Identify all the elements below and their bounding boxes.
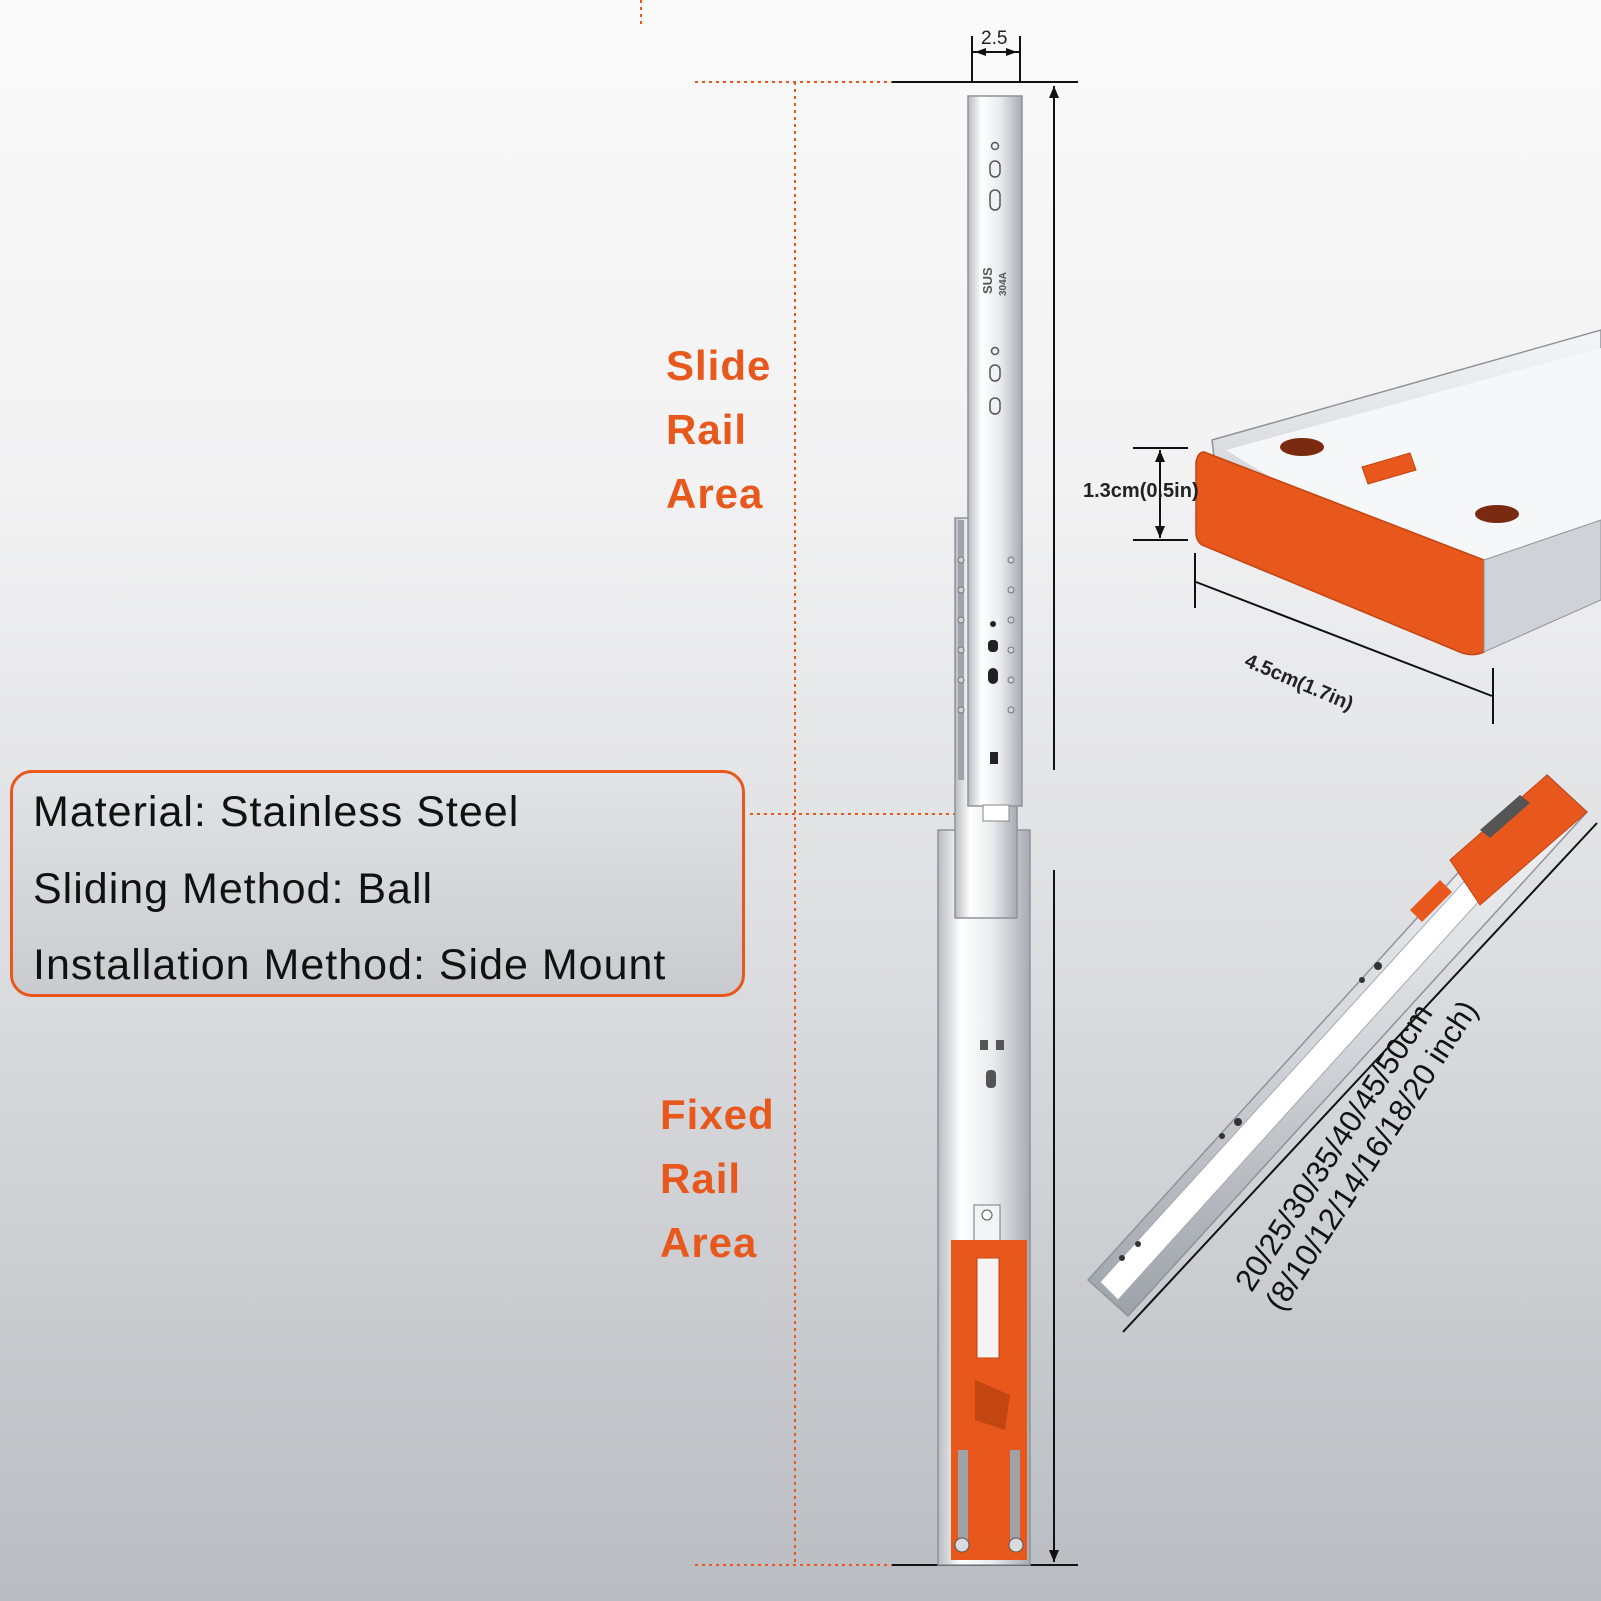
- orange-guide-lines: [640, 0, 955, 1566]
- spec-panel: Material: Stainless Steel Sliding Method…: [10, 770, 745, 997]
- slide-rail-area-label: Slide Rail Area: [666, 334, 771, 526]
- spec-installation-method: Installation Method: Side Mount: [33, 941, 667, 989]
- diagonal-slide-rail: [1086, 773, 1589, 1318]
- fixed-rail-label-line: Area: [660, 1219, 758, 1266]
- rail-stamp-grade: 304A: [998, 272, 1009, 296]
- rail-stamp-sus: SUS: [980, 267, 995, 294]
- end-view-closeup: [1195, 329, 1601, 656]
- spec-material: Material: Stainless Steel: [33, 788, 520, 836]
- dimension-end-height: 1.3cm(0.5in): [1083, 480, 1199, 502]
- dimension-arrows: [975, 48, 1165, 1562]
- slide-rail-label-line: Slide: [666, 342, 772, 389]
- main-slide-rail: SUS 304A: [937, 95, 1031, 1566]
- slide-rail-label-line: Area: [666, 470, 764, 517]
- spec-sliding-method: Sliding Method: Ball: [33, 865, 434, 913]
- slide-rail-label-line: Rail: [666, 406, 748, 453]
- fixed-rail-area-label: Fixed Rail Area: [660, 1083, 775, 1275]
- fixed-rail-label-line: Rail: [660, 1155, 742, 1202]
- fixed-rail-label-line: Fixed: [660, 1091, 775, 1138]
- dimension-width-top: 2.5: [981, 28, 1008, 49]
- dimension-lines: [892, 36, 1598, 1566]
